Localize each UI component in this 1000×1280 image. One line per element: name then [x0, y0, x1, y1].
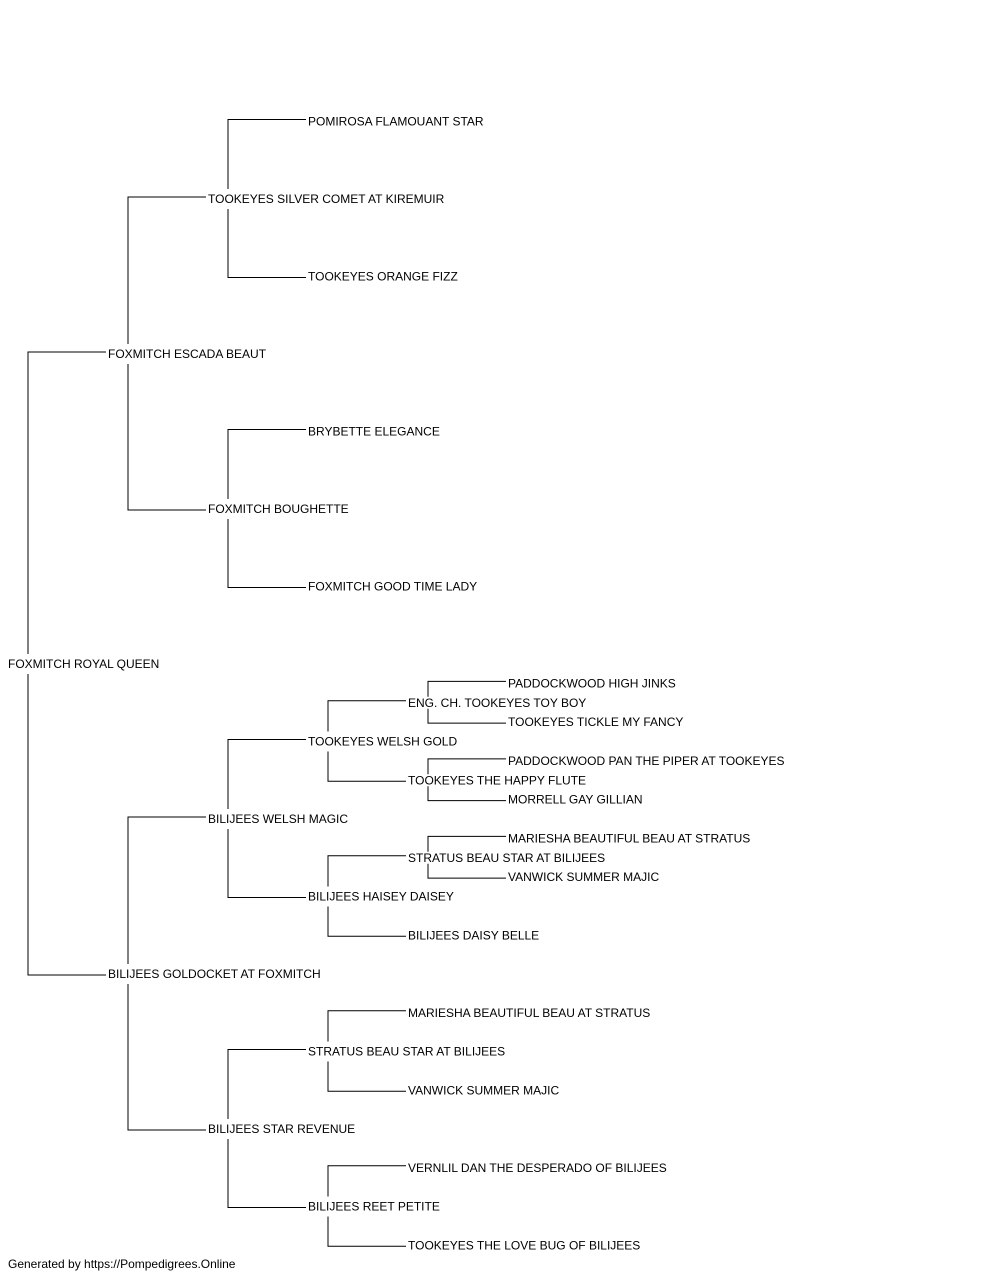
dog-name-label: BILIJEES STAR REVENUE	[208, 1122, 355, 1136]
pedigree-connector-line	[327, 751, 406, 782]
dog-name-label: BRYBETTE ELEGANCE	[308, 425, 440, 439]
dog-name-label: MORRELL GAY GILLIAN	[508, 793, 643, 807]
pedigree-connector-line	[227, 429, 306, 499]
dog-name-label: MARIESHA BEAUTIFUL BEAU AT STRATUS	[408, 1006, 650, 1020]
pedigree-connector-line	[427, 680, 506, 697]
dog-name-label: VANWICK SUMMER MAJIC	[408, 1083, 559, 1097]
dog-name-label: BILIJEES WELSH MAGIC	[208, 812, 348, 826]
dog-name-label: POMIROSA FLAMOUANT STAR	[308, 115, 484, 129]
pedigree-connector-line	[427, 708, 506, 724]
dog-name-label: TOOKEYES THE LOVE BUG OF BILIJEES	[408, 1238, 640, 1252]
pedigree-connector-line	[227, 209, 306, 278]
dog-name-label: FOXMITCH GOOD TIME LADY	[308, 580, 477, 594]
dog-name-label: BILIJEES REET PETITE	[308, 1200, 440, 1214]
dog-name-label: TOOKEYES TICKLE MY FANCY	[508, 715, 683, 729]
pedigree-connector-line	[127, 196, 206, 344]
pedigree-connector-line	[27, 351, 106, 654]
pedigree-connector-line	[227, 1139, 306, 1208]
pedigree-connector-line	[427, 786, 506, 802]
pedigree-connector-line	[327, 855, 406, 887]
dog-name-label: TOOKEYES ORANGE FIZZ	[308, 270, 458, 284]
dog-name-label: STRATUS BEAU STAR AT BILIJEES	[308, 1045, 505, 1059]
pedigree-connector-line	[427, 835, 506, 852]
pedigree-connector-line	[127, 984, 206, 1131]
pedigree-connector-line	[127, 816, 206, 964]
dog-name-label: BILIJEES GOLDOCKET AT FOXMITCH	[108, 967, 321, 981]
dog-name-label: MARIESHA BEAUTIFUL BEAU AT STRATUS	[508, 831, 750, 845]
dog-name-label: ENG. CH. TOOKEYES TOY BOY	[408, 696, 586, 710]
dog-name-label: TOOKEYES SILVER COMET AT KIREMUIR	[208, 192, 445, 206]
dog-name-label: FOXMITCH ROYAL QUEEN	[8, 657, 159, 671]
pedigree-connector-line	[427, 863, 506, 879]
pedigree-connector-line	[327, 1216, 406, 1247]
pedigree-connector-line	[227, 739, 306, 809]
dog-name-label: BILIJEES DAISY BELLE	[408, 928, 539, 942]
dog-name-label: VANWICK SUMMER MAJIC	[508, 870, 659, 884]
dog-name-label: FOXMITCH ESCADA BEAUT	[108, 347, 267, 361]
dog-name-label: FOXMITCH BOUGHETTE	[208, 502, 349, 516]
pedigree-connector-line	[27, 674, 106, 976]
pedigree-connector-line	[327, 1010, 406, 1042]
dog-name-label: BILIJEES HAISEY DAISEY	[308, 890, 454, 904]
dog-name-label: PADDOCKWOOD HIGH JINKS	[508, 676, 676, 690]
pedigree-connector-line	[227, 519, 306, 588]
pedigree-connector-line	[127, 364, 206, 511]
pedigree-connector-line	[327, 906, 406, 937]
pedigree-connector-line	[327, 1165, 406, 1197]
pedigree-connector-line	[227, 829, 306, 898]
pedigree-connector-line	[327, 700, 406, 732]
dog-name-label: VERNLIL DAN THE DESPERADO OF BILIJEES	[408, 1161, 667, 1175]
dog-name-label: PADDOCKWOOD PAN THE PIPER AT TOOKEYES	[508, 754, 785, 768]
pedigree-connector-line	[427, 758, 506, 775]
dog-name-label: STRATUS BEAU STAR AT BILIJEES	[408, 851, 605, 865]
generated-by-footer: Generated by https://Pompedigrees.Online	[8, 1257, 236, 1271]
pedigree-connector-line	[227, 1049, 306, 1119]
dog-name-label: TOOKEYES WELSH GOLD	[308, 735, 457, 749]
dog-name-label: TOOKEYES THE HAPPY FLUTE	[408, 773, 586, 787]
pedigree-connector-line	[227, 119, 306, 189]
pedigree-connector-line	[327, 1061, 406, 1092]
